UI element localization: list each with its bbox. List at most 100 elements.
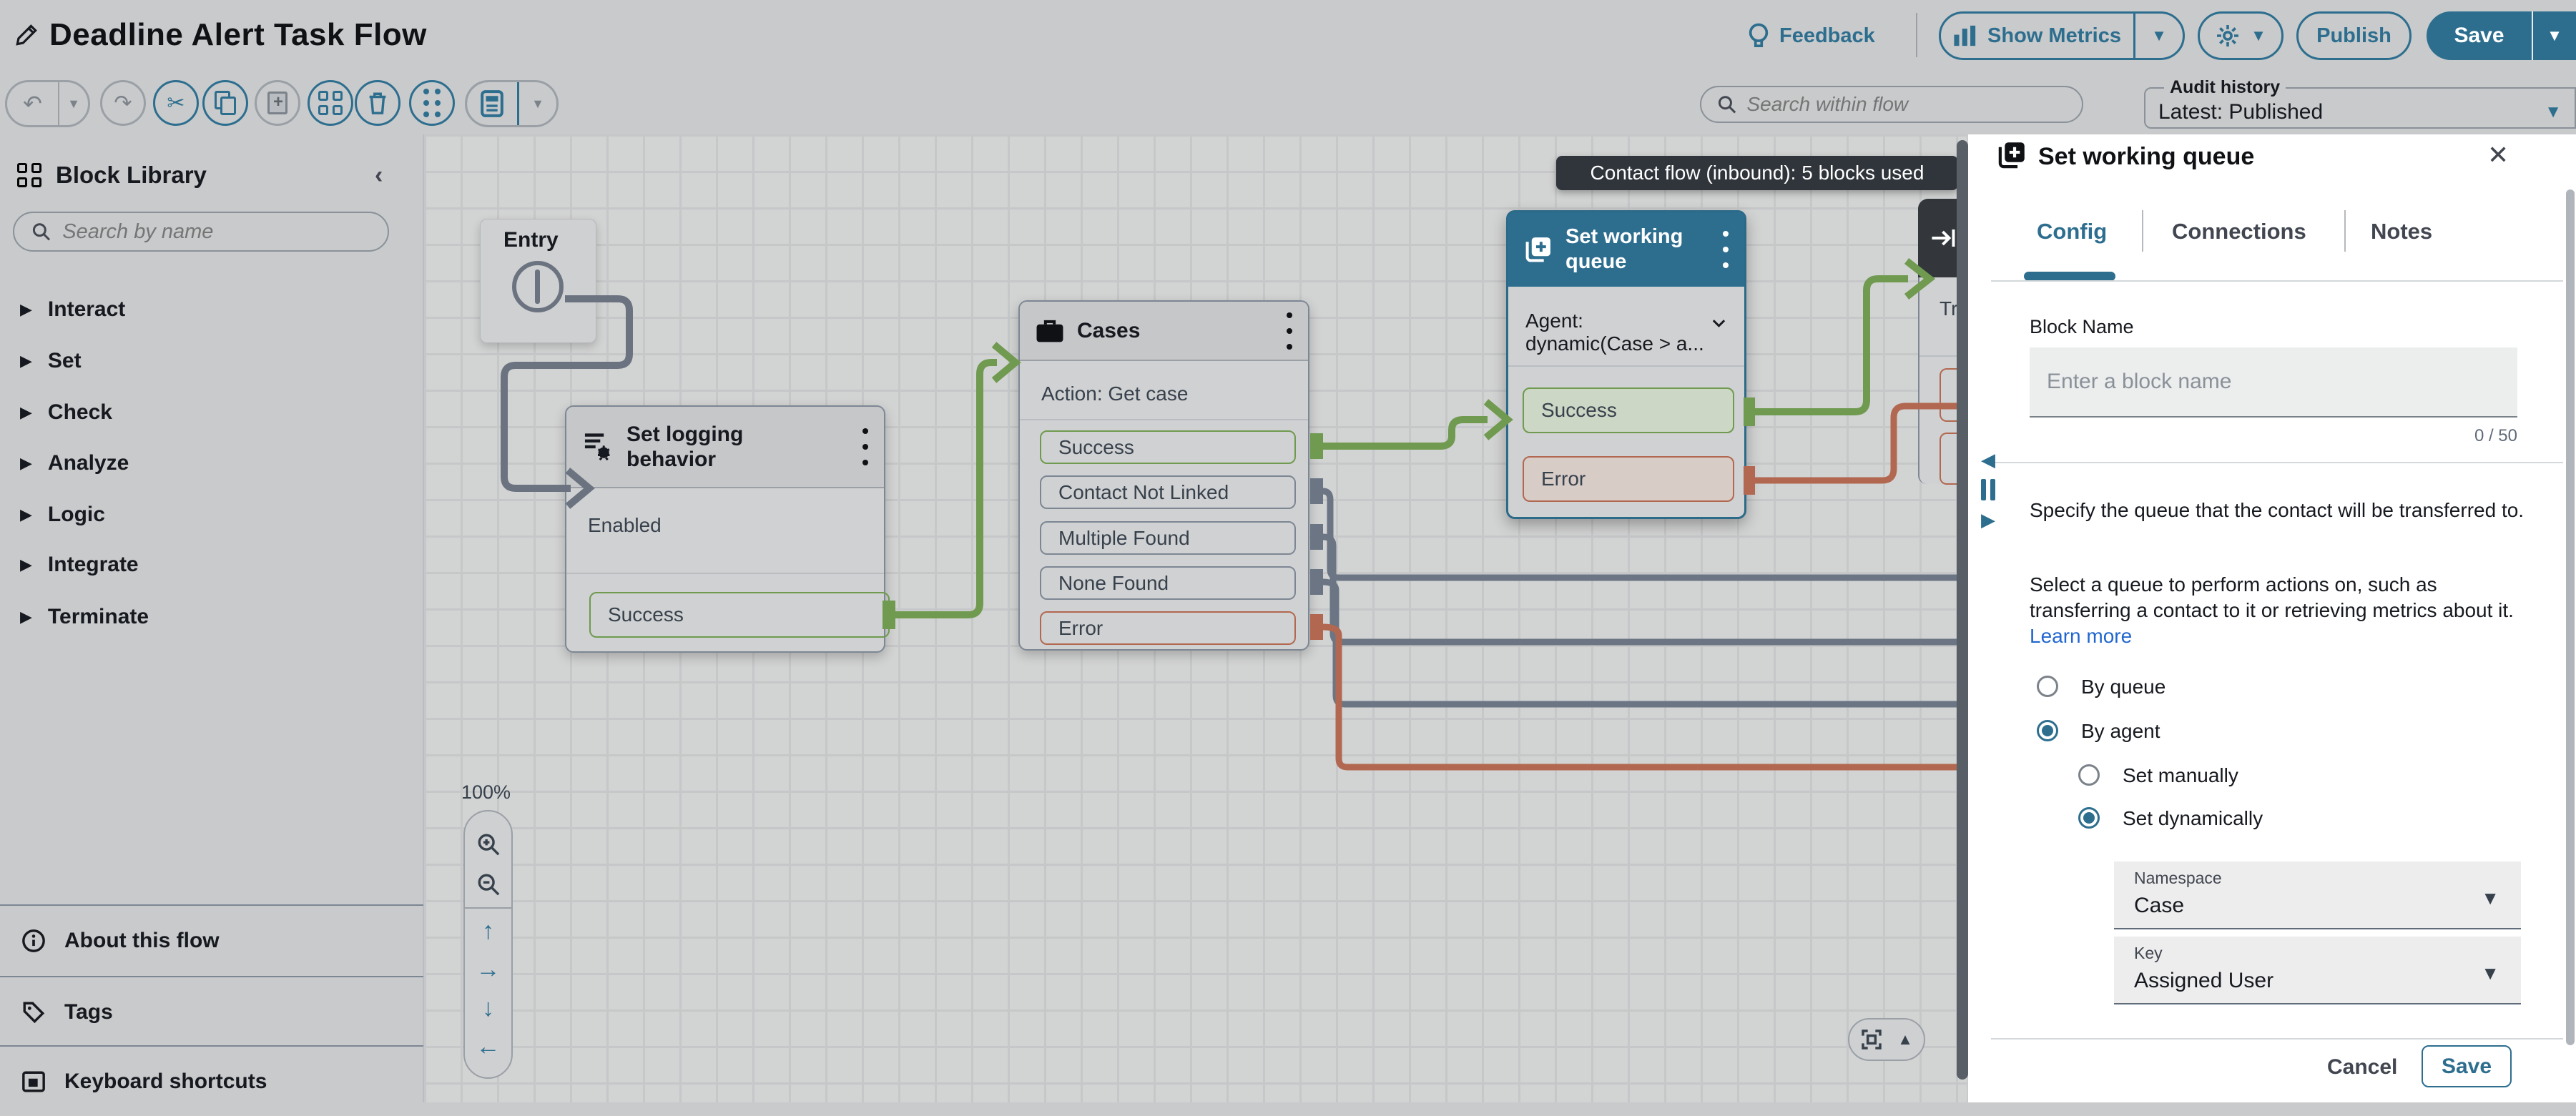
undo-dropdown[interactable]: ▼: [59, 82, 88, 125]
cancel-button[interactable]: Cancel: [2327, 1055, 2398, 1079]
tab-notes[interactable]: Notes: [2371, 219, 2433, 244]
redo-button[interactable]: ↷: [100, 80, 146, 126]
page-title: Deadline Alert Task Flow: [49, 17, 427, 52]
lightbulb-icon: [1749, 23, 1769, 48]
key-select[interactable]: Key Assigned User ▼: [2114, 937, 2521, 1004]
about-this-flow-button[interactable]: About this flow: [0, 907, 423, 975]
pan-left-button[interactable]: ←: [476, 1032, 501, 1060]
expand-triangle-icon: ▶: [20, 454, 32, 472]
block-name-label: Block Name: [2030, 316, 2134, 337]
divider: [2344, 210, 2346, 252]
entry-block[interactable]: Entry: [480, 219, 596, 343]
block-menu-icon[interactable]: [1287, 312, 1292, 350]
pan-up-button[interactable]: ↑: [482, 917, 494, 944]
tab-connections[interactable]: Connections: [2172, 219, 2306, 244]
close-icon[interactable]: ✕: [2487, 140, 2509, 169]
output-error[interactable]: Error: [1523, 456, 1734, 502]
output-success[interactable]: Success: [589, 592, 890, 638]
save-button[interactable]: Save: [2454, 24, 2504, 47]
sidebar-search-input[interactable]: [62, 219, 370, 244]
output-error[interactable]: Error: [1040, 611, 1296, 645]
audit-history-value: Latest: Published: [2158, 100, 2324, 124]
sidebar-category-integrate[interactable]: ▶Integrate: [20, 553, 139, 576]
feedback-label: Feedback: [1779, 24, 1875, 47]
tags-button[interactable]: Tags: [0, 978, 423, 1047]
block-name-input[interactable]: [2030, 347, 2517, 418]
feedback-button[interactable]: Feedback: [1746, 21, 1875, 50]
zoom-out-button[interactable]: [465, 864, 511, 904]
paste-button[interactable]: [255, 80, 300, 126]
audit-history-select[interactable]: Audit history Latest: Published ▼: [2144, 69, 2576, 130]
output-multiple-found[interactable]: Multiple Found: [1040, 521, 1296, 555]
sidebar-category-logic[interactable]: ▶Logic: [20, 503, 105, 526]
collapse-left-icon[interactable]: ◀: [1981, 449, 1995, 470]
output-success[interactable]: Success: [1523, 387, 1734, 433]
blocks-grid-button[interactable]: [308, 80, 353, 126]
save-dropdown[interactable]: ▼: [2532, 11, 2576, 60]
audit-history-label: Audit history: [2170, 77, 2281, 97]
block-menu-icon[interactable]: [862, 428, 868, 465]
show-metrics-button[interactable]: Show Metrics: [1941, 14, 2135, 58]
layout-panel-dropdown[interactable]: ▼: [519, 82, 556, 125]
radio-set-manually[interactable]: [2078, 764, 2100, 786]
chevron-down-icon: ▼: [2481, 962, 2499, 984]
collapse-right-icon[interactable]: ▶: [1981, 509, 1995, 530]
radio-by-agent-label[interactable]: By agent: [2081, 720, 2160, 742]
tab-config[interactable]: Config: [2037, 219, 2108, 244]
cases-block[interactable]: Cases Action: Get case Success Contact N…: [1018, 300, 1309, 651]
set-working-queue-block[interactable]: Set working queue Agent: dynamic(Case > …: [1506, 210, 1746, 519]
cut-button[interactable]: ✂: [153, 80, 199, 126]
search-within-flow[interactable]: [1700, 86, 2083, 123]
sidebar-category-terminate[interactable]: ▶Terminate: [20, 605, 149, 628]
delete-button[interactable]: [355, 80, 400, 126]
undo-button[interactable]: ↶: [7, 82, 59, 125]
search-within-flow-input[interactable]: [1746, 93, 2066, 116]
zoom-in-button[interactable]: [465, 824, 511, 864]
sidebar-category-check[interactable]: ▶Check: [20, 400, 112, 424]
pan-right-button[interactable]: →: [476, 955, 501, 983]
save-button[interactable]: Save: [2422, 1045, 2512, 1087]
radio-by-queue-label[interactable]: By queue: [2081, 676, 2166, 698]
drag-handle-button[interactable]: [409, 80, 455, 126]
show-metrics-dropdown[interactable]: ▼: [2135, 14, 2183, 58]
learn-more-link[interactable]: Learn more: [2030, 625, 2133, 647]
panel-resize-bar[interactable]: [1957, 140, 1968, 1080]
output-contact-not-linked[interactable]: Contact Not Linked: [1040, 475, 1296, 509]
chevron-down-icon: ▼: [2547, 26, 2562, 44]
output-success[interactable]: Success: [1040, 430, 1296, 464]
resize-handle-icon[interactable]: [1981, 479, 1995, 500]
sidebar-category-set[interactable]: ▶Set: [20, 349, 82, 372]
minimap-toggle[interactable]: ▲: [1848, 1018, 1925, 1061]
copy-button[interactable]: [202, 80, 248, 126]
panel-scrollbar[interactable]: [2566, 189, 2575, 1045]
block-library-header: Block Library: [17, 162, 207, 189]
publish-button[interactable]: Publish: [2296, 11, 2412, 60]
set-working-queue-icon: [1525, 237, 1550, 262]
sidebar-category-interact[interactable]: ▶Interact: [20, 297, 126, 321]
namespace-select[interactable]: Namespace Case ▼: [2114, 861, 2521, 929]
block-row[interactable]: Agent: dynamic(Case > a...: [1508, 287, 1744, 365]
set-working-queue-icon: [1998, 142, 2025, 169]
radio-by-agent[interactable]: [2037, 720, 2058, 741]
settings-dropdown-button[interactable]: ▼: [2198, 11, 2284, 60]
divider: [1991, 280, 2563, 282]
radio-by-queue[interactable]: [2037, 676, 2058, 697]
layout-panel-button[interactable]: [467, 82, 519, 125]
block-row: Tr: [1940, 297, 1958, 320]
collapse-sidebar-button[interactable]: ‹: [375, 162, 383, 189]
pan-down-button[interactable]: ↓: [482, 994, 494, 1022]
sidebar-search[interactable]: [13, 212, 389, 252]
chevron-down-icon: ▼: [2151, 26, 2167, 44]
output-none-found[interactable]: None Found: [1040, 566, 1296, 600]
radio-set-manually-label[interactable]: Set manually: [2123, 764, 2238, 786]
divider: [1020, 419, 1308, 420]
key-label: Key: [2134, 944, 2163, 962]
sidebar-category-analyze[interactable]: ▶Analyze: [20, 451, 129, 475]
radio-set-dynamically[interactable]: [2078, 807, 2100, 829]
radio-set-dynamically-label[interactable]: Set dynamically: [2123, 807, 2263, 829]
keyboard-shortcuts-button[interactable]: Keyboard shortcuts: [0, 1047, 423, 1116]
block-menu-icon[interactable]: [1723, 231, 1729, 268]
edit-pencil-icon[interactable]: [13, 21, 40, 49]
